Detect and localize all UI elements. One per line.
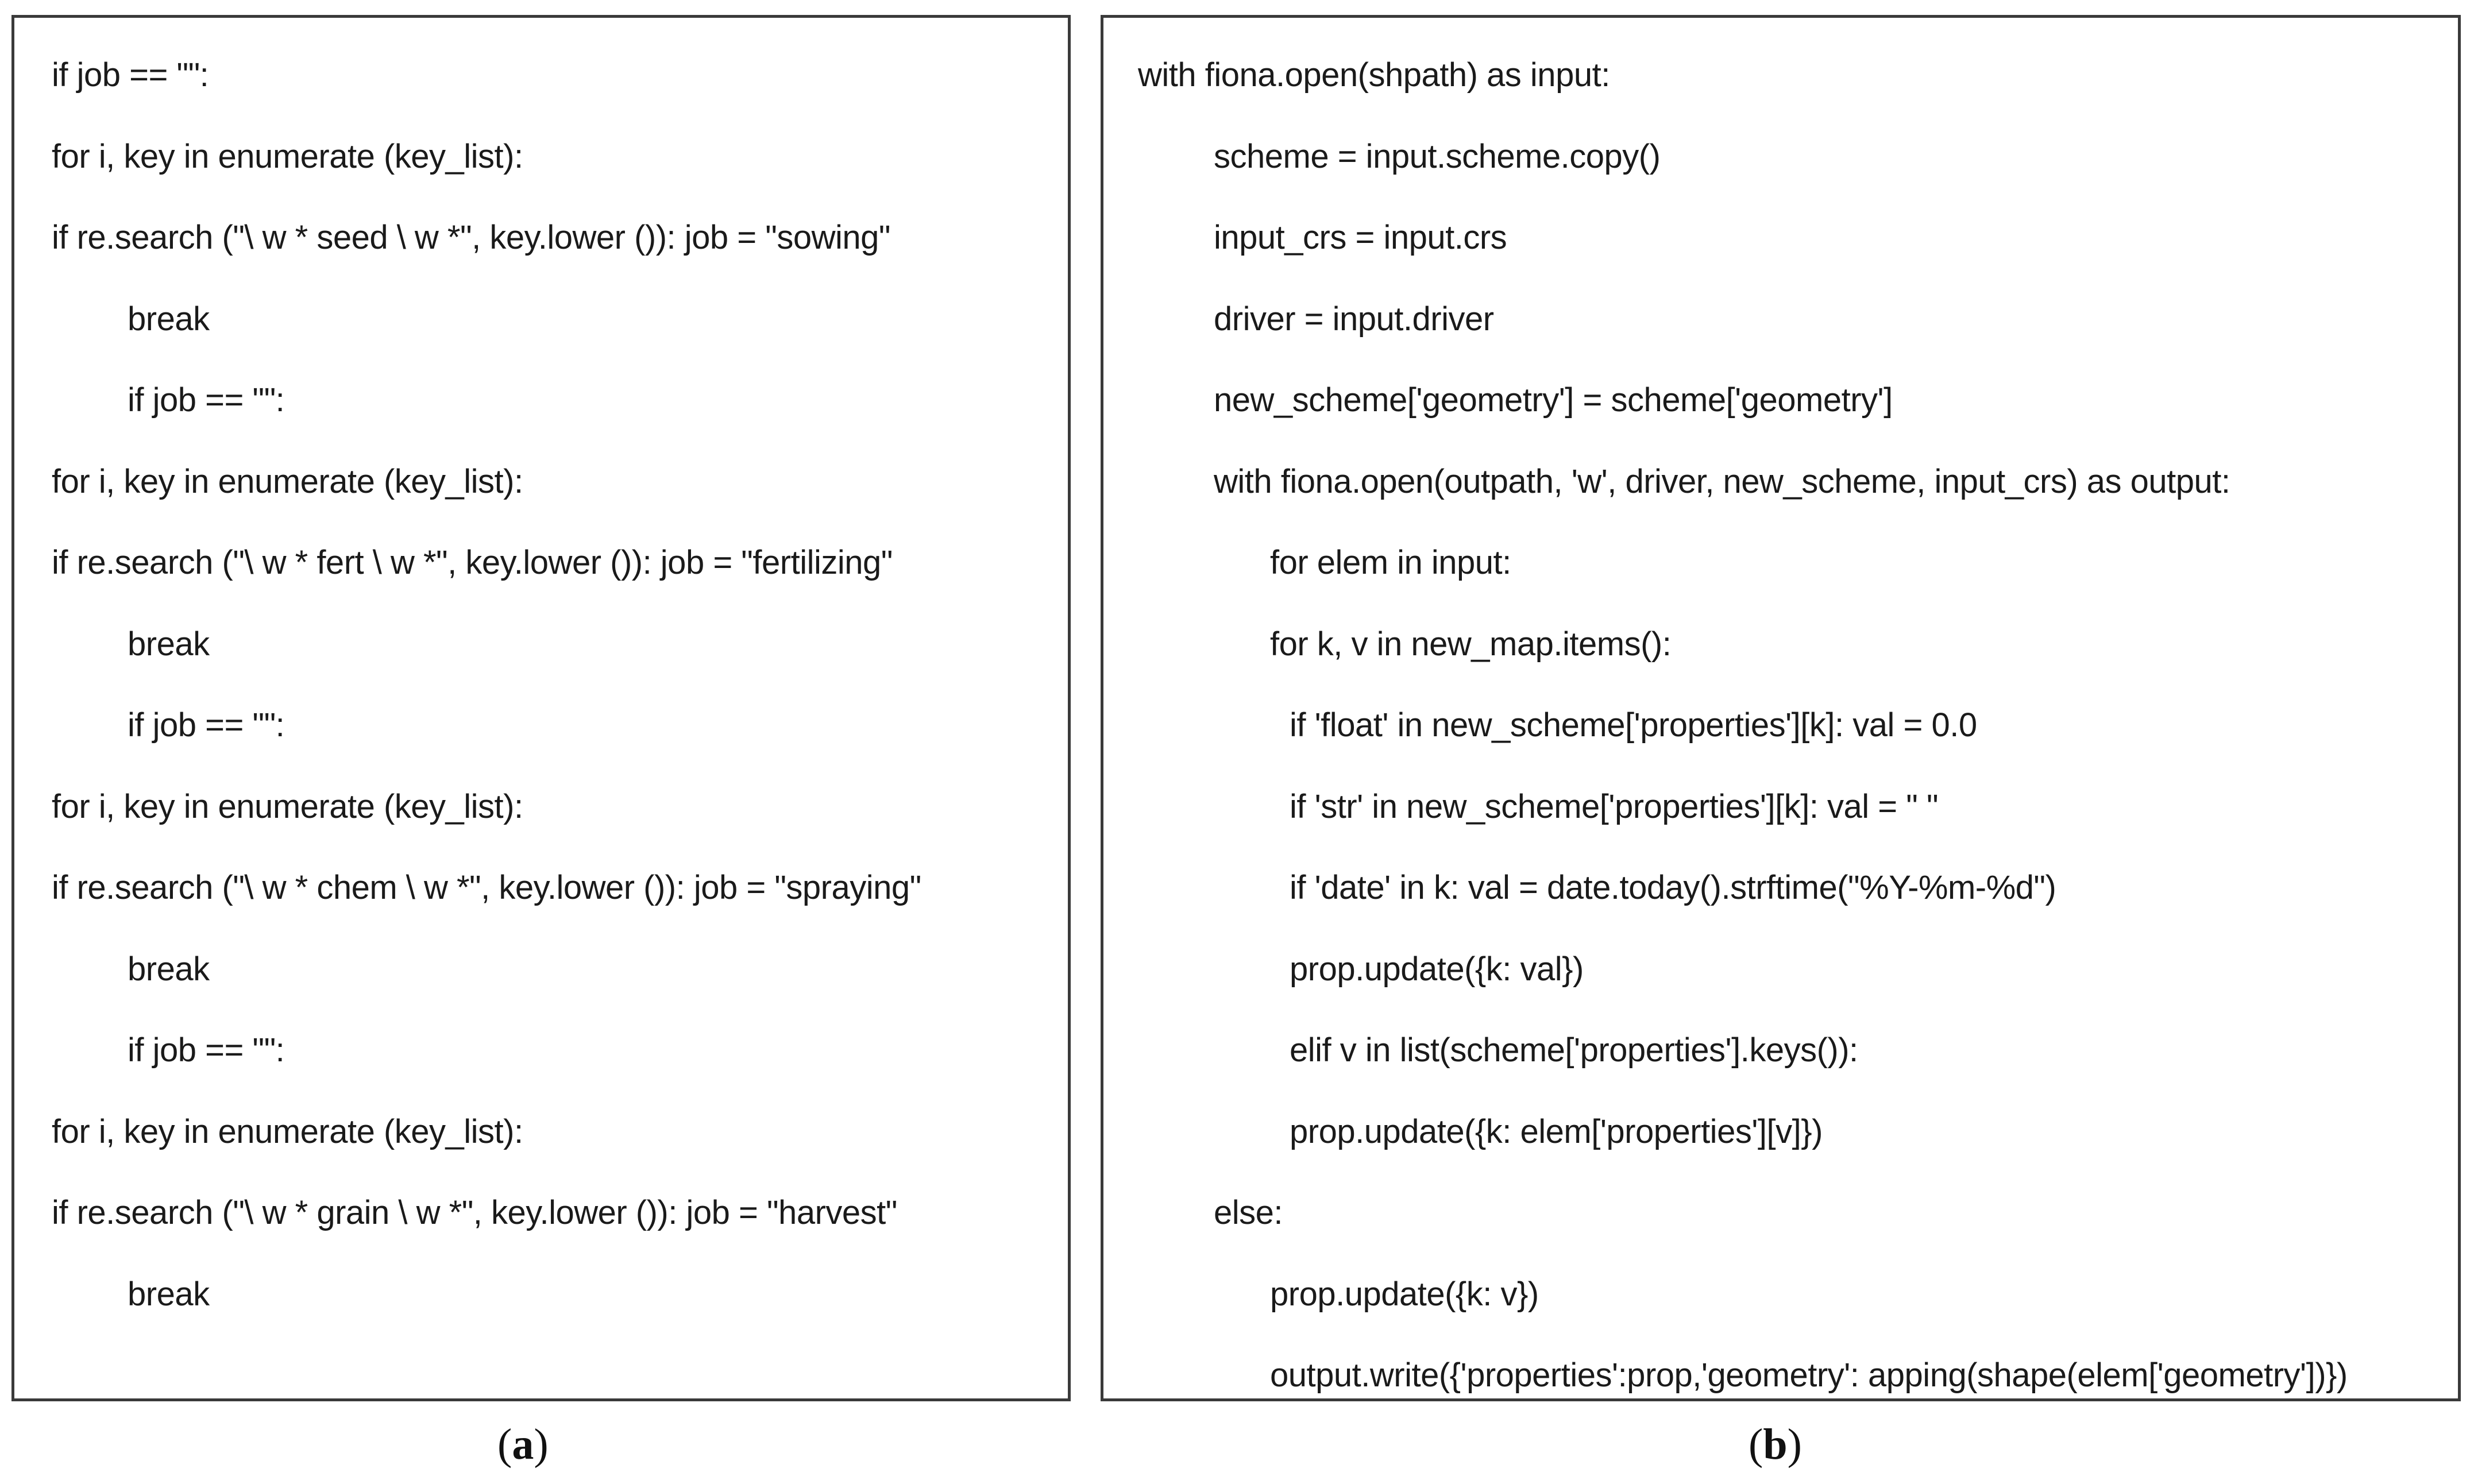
code-line: if job == "": bbox=[52, 56, 209, 94]
code-line: prop.update({k: elem['properties'][v]}) bbox=[1290, 1112, 1823, 1150]
code-line: if 'float' in new_scheme['properties'][k… bbox=[1290, 706, 1977, 744]
code-line: else: bbox=[1214, 1194, 1283, 1231]
panel-caption-b: (b) bbox=[1749, 1419, 1802, 1470]
code-line: for i, key in enumerate (key_list): bbox=[52, 137, 523, 175]
code-line: driver = input.driver bbox=[1214, 300, 1494, 338]
code-line: for i, key in enumerate (key_list): bbox=[52, 787, 523, 825]
code-line: scheme = input.scheme.copy() bbox=[1214, 137, 1661, 175]
caption-letter: a bbox=[512, 1420, 534, 1468]
caption-paren-close: ) bbox=[1787, 1420, 1802, 1468]
code-line: for i, key in enumerate (key_list): bbox=[52, 1112, 523, 1150]
code-line: input_crs = input.crs bbox=[1214, 219, 1507, 256]
code-line: prop.update({k: v}) bbox=[1270, 1275, 1539, 1313]
code-line: if re.search ("\ w * fert \ w *", key.lo… bbox=[52, 544, 893, 581]
code-line: if 'str' in new_scheme['properties'][k]:… bbox=[1290, 787, 1939, 825]
code-line: with fiona.open(shpath) as input: bbox=[1138, 56, 1610, 94]
code-line: for i, key in enumerate (key_list): bbox=[52, 462, 523, 500]
code-line: break bbox=[128, 950, 210, 988]
code-line: if job == "": bbox=[128, 706, 285, 744]
code-line: prop.update({k: val}) bbox=[1290, 950, 1584, 988]
code-line: break bbox=[128, 300, 210, 338]
code-line: with fiona.open(outpath, 'w', driver, ne… bbox=[1214, 462, 2230, 500]
code-line: new_scheme['geometry'] = scheme['geometr… bbox=[1214, 381, 1893, 419]
code-panel-a: if job == "": for i, key in enumerate (k… bbox=[11, 15, 1071, 1401]
code-line: break bbox=[128, 625, 210, 663]
code-line: if re.search ("\ w * chem \ w *", key.lo… bbox=[52, 869, 921, 906]
code-line: elif v in list(scheme['properties'].keys… bbox=[1290, 1031, 1858, 1069]
code-line: break bbox=[128, 1275, 210, 1313]
code-line: if job == "": bbox=[128, 381, 285, 419]
code-listing-b: with fiona.open(shpath) as input: scheme… bbox=[1103, 48, 2458, 1429]
caption-paren-open: ( bbox=[1749, 1420, 1763, 1468]
code-panel-b: with fiona.open(shpath) as input: scheme… bbox=[1101, 15, 2461, 1401]
code-line: if re.search ("\ w * grain \ w *", key.l… bbox=[52, 1194, 897, 1231]
code-line: for k, v in new_map.items(): bbox=[1270, 625, 1672, 663]
caption-paren-open: ( bbox=[497, 1420, 512, 1468]
code-listing-a: if job == "": for i, key in enumerate (k… bbox=[14, 48, 1068, 1348]
caption-letter: b bbox=[1763, 1420, 1788, 1468]
caption-paren-close: ) bbox=[534, 1420, 549, 1468]
code-line: if re.search ("\ w * seed \ w *", key.lo… bbox=[52, 219, 891, 256]
panel-caption-a: (a) bbox=[497, 1419, 549, 1470]
code-line: output.write({'properties':prop,'geometr… bbox=[1270, 1357, 2348, 1394]
code-line: if 'date' in k: val = date.today().strft… bbox=[1290, 869, 2056, 906]
code-line: if job == "": bbox=[128, 1031, 285, 1069]
code-line: for elem in input: bbox=[1270, 544, 1511, 581]
